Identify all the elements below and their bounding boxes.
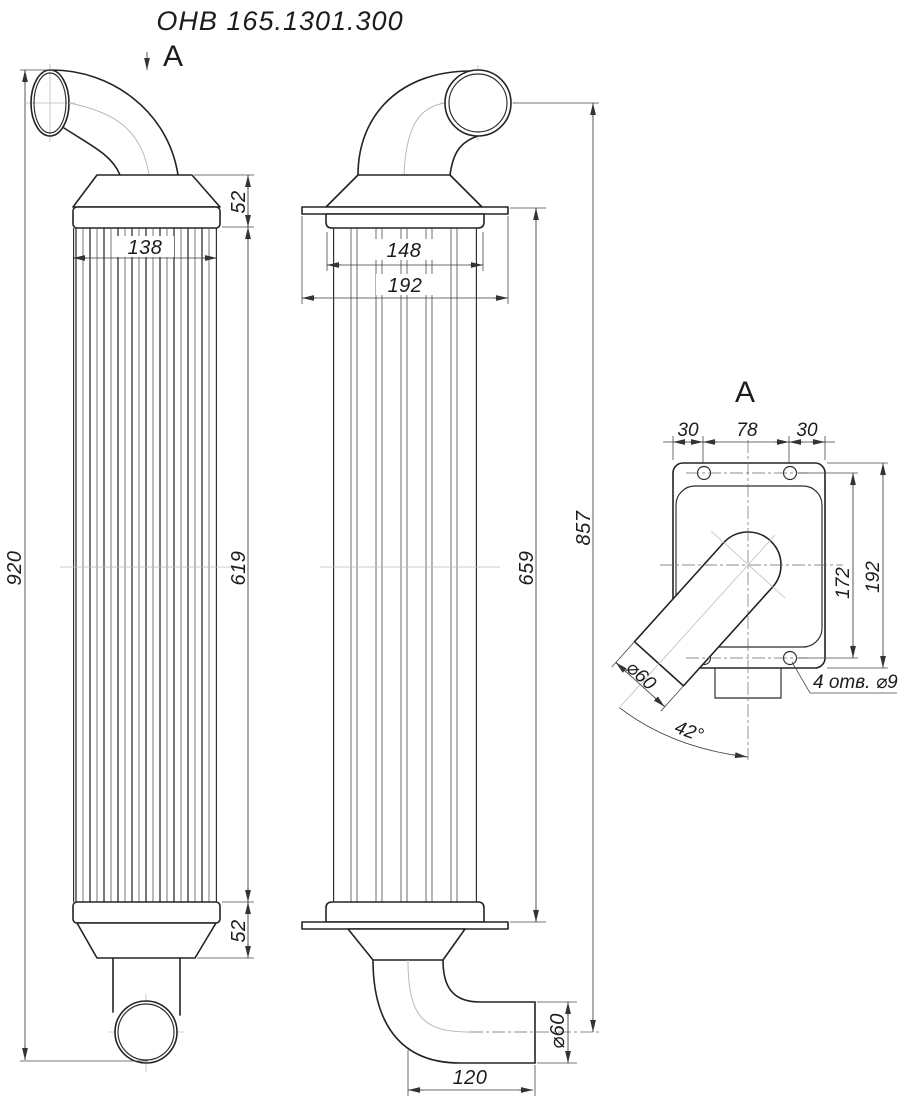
dim-192-flange-label: 192 xyxy=(388,275,423,297)
front-view xyxy=(26,64,240,1072)
inlet-elbow-pipe-side xyxy=(357,65,516,176)
dim-52-top-label: 52 xyxy=(228,190,250,213)
dim-619-label: 619 xyxy=(228,551,250,586)
dim-78-label: 78 xyxy=(736,420,758,441)
dim-148-label: 148 xyxy=(387,240,422,262)
dim-30-left-label: 30 xyxy=(677,420,699,441)
side-view xyxy=(301,65,599,1064)
drawing-title: ОНВ 165.1301.300 xyxy=(156,6,403,36)
outlet-elbow-pipe xyxy=(372,959,599,1064)
dim-120-label: 120 xyxy=(453,1067,488,1089)
dim-659-label: 659 xyxy=(516,551,538,586)
top-header-cap xyxy=(72,174,221,229)
detail-centerlines xyxy=(619,440,843,760)
dim-920-label: 920 xyxy=(4,551,26,586)
dim-d60-bottom-label: ⌀60 xyxy=(547,1013,569,1049)
detail-view-a xyxy=(619,440,843,760)
bottom-flange-assembly xyxy=(301,901,509,961)
detail-a-dimensions xyxy=(611,436,897,758)
dim-192-plate-label: 192 xyxy=(863,561,884,593)
front-view-dimensions xyxy=(20,69,254,1062)
side-view-dimensions xyxy=(301,102,599,1096)
tube-bundle xyxy=(320,228,500,902)
view-arrow-label: А xyxy=(163,40,183,73)
bottom-header-cap xyxy=(72,901,221,959)
labels: ОНВ 165.1301.300 А А 920 52 619 52 138 1… xyxy=(4,6,898,1089)
dim-857-label: 857 xyxy=(573,510,595,545)
holes-note-label: 4 отв. ⌀9 xyxy=(813,672,898,693)
dim-138-label: 138 xyxy=(128,237,163,259)
dim-172-label: 172 xyxy=(833,567,854,599)
inlet-elbow-pipe xyxy=(26,64,179,176)
fin-bundle xyxy=(60,228,240,902)
dim-30-right-label: 30 xyxy=(796,420,818,441)
dim-52-bottom-label: 52 xyxy=(228,919,250,942)
dim-d60-detail-label: ⌀60 xyxy=(622,657,661,695)
top-flange-assembly xyxy=(301,174,509,229)
outlet-pipe-front xyxy=(108,957,184,1072)
dim-42deg-label: 42° xyxy=(672,717,707,747)
detail-view-label: А xyxy=(735,376,755,409)
